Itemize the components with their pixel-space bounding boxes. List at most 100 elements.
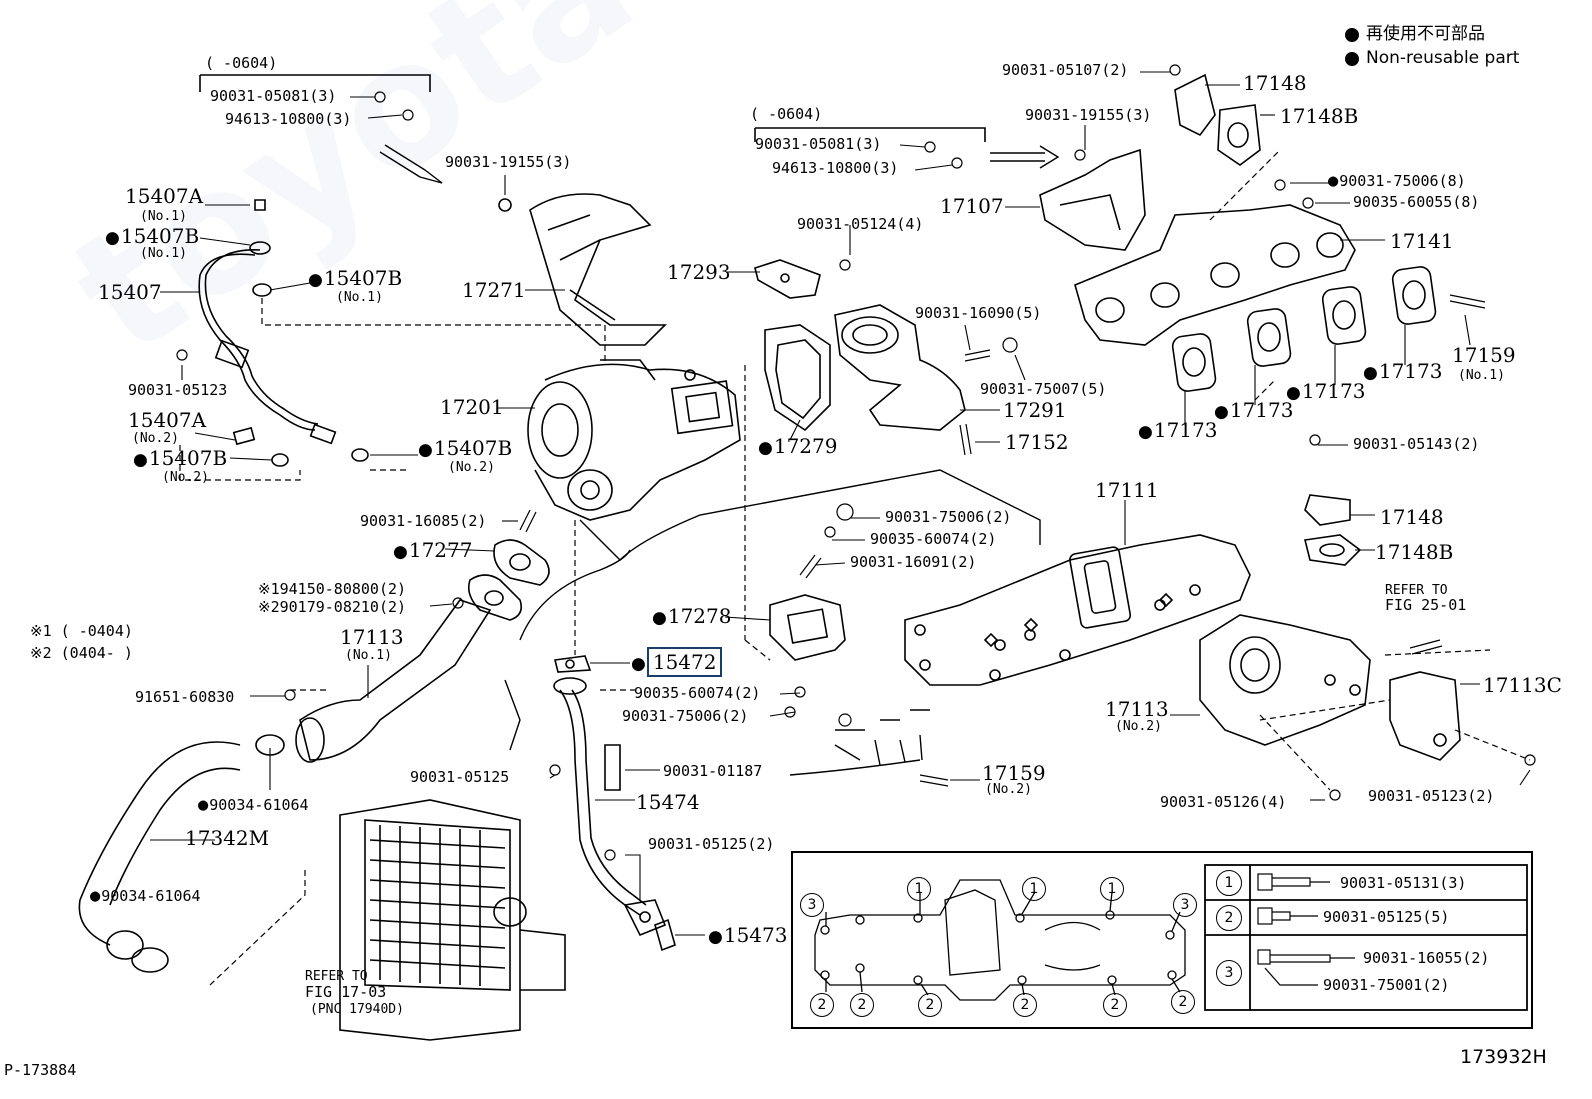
part-17173-a[interactable]: 17173 <box>1138 420 1218 441</box>
part-90031-05123-left[interactable]: 90031-05123 <box>128 381 228 399</box>
part-17279[interactable]: 17279 <box>758 436 838 457</box>
part-17111[interactable]: 17111 <box>1095 478 1159 502</box>
exhaust-manifold-17141-shape <box>1074 204 1356 346</box>
part-15407[interactable]: 15407 <box>98 280 162 304</box>
part-15407B-no1[interactable]: 15407B <box>105 226 199 247</box>
gasket-bolt-circle: 1 <box>907 877 931 901</box>
part-90035-60055[interactable]: 90035-60055(8) <box>1353 193 1480 211</box>
intake-manifold-17111-shape <box>904 534 1251 686</box>
part-17113-no2[interactable]: 17113 <box>1105 697 1169 721</box>
part-90035-60074-b[interactable]: 90035-60074(2) <box>870 530 997 548</box>
part-94613-10800-right[interactable]: 94613-10800(3) <box>772 159 899 177</box>
part-17107[interactable]: 17107 <box>940 194 1004 218</box>
part-15407B-no1-b[interactable]: 15407B <box>308 268 402 289</box>
gasket-bolt-circle: 2 <box>850 993 874 1017</box>
part-17342M[interactable]: 17342M <box>185 826 270 850</box>
bolt-table-num: 3 <box>1216 960 1242 986</box>
part-15407A-no2-sub: (No.2) <box>132 431 179 446</box>
gasket-15472-shape <box>554 655 592 673</box>
part-17148B-top[interactable]: 17148B <box>1280 104 1359 128</box>
ref-bracket-0604-left: ( -0604) <box>205 54 278 72</box>
part-17277[interactable]: 17277 <box>393 540 473 561</box>
part-90031-75007[interactable]: 90031-75007(5) <box>980 380 1107 398</box>
gasket-17277-shape <box>493 539 550 586</box>
part-90031-05081-left[interactable]: 90031-05081(3) <box>210 87 337 105</box>
part-15407A-no1[interactable]: 15407A <box>125 184 204 208</box>
part-15473[interactable]: 15473 <box>708 925 788 946</box>
part-90034-61064-b[interactable]: 90034-61064 <box>90 888 200 905</box>
part-17113C[interactable]: 17113C <box>1483 673 1562 697</box>
part-17113-no1[interactable]: 17113 <box>340 625 404 649</box>
part-90031-19155-right[interactable]: 90031-19155(3) <box>1025 106 1152 124</box>
plate-17148-shape <box>1174 73 1351 526</box>
hose-17342M-shape <box>78 734 285 973</box>
part-17148B-lower[interactable]: 17148B <box>1375 540 1454 564</box>
part-90031-05126[interactable]: 90031-05126(4) <box>1160 793 1287 811</box>
part-17201[interactable]: 17201 <box>440 395 504 419</box>
part-15407A-no2[interactable]: 15407A <box>128 408 207 432</box>
part-90031-05143[interactable]: 90031-05143(2) <box>1353 435 1480 453</box>
part-15407B-no2[interactable]: 15407B <box>133 448 227 469</box>
part-17293[interactable]: 17293 <box>667 260 731 284</box>
heat-shield-17271-shape <box>498 193 667 346</box>
part-90031-05124[interactable]: 90031-05124(4) <box>797 215 924 233</box>
gasket-detail-box <box>791 851 1533 1029</box>
part-90031-16090[interactable]: 90031-16090(5) <box>915 304 1042 322</box>
gasket-bolt-circle: 2 <box>1103 993 1127 1017</box>
part-91651-60830[interactable]: 91651-60830 <box>135 688 235 706</box>
part-90031-05125-left[interactable]: 90031-05125 <box>410 768 510 786</box>
part-90031-19155-left[interactable]: 90031-19155(3) <box>445 153 572 171</box>
part-15474[interactable]: 15474 <box>636 790 700 814</box>
part-15407B-no1-sub: (No.1) <box>140 246 187 261</box>
part-15472[interactable]: 15472 <box>631 647 723 677</box>
part-17152[interactable]: 17152 <box>1005 430 1069 454</box>
part-90031-75006-b[interactable]: 90031-75006(2) <box>885 508 1012 526</box>
part-17271[interactable]: 17271 <box>462 278 526 302</box>
part-290179-08210[interactable]: ※290179-08210(2) <box>258 598 407 616</box>
part-17173-d[interactable]: 17173 <box>1363 361 1443 382</box>
part-17159-no2[interactable]: 17159 <box>982 761 1046 785</box>
part-94613-10800-left[interactable]: 94613-10800(3) <box>225 110 352 128</box>
bolt-table-part[interactable]: 90031-05125(5) <box>1323 908 1450 926</box>
gasket-17278-shape <box>769 594 846 661</box>
bracket-17107-shape <box>1039 148 1146 251</box>
part-90034-61064-a[interactable]: 90034-61064 <box>198 797 308 814</box>
gasket-bolt-circle: 1 <box>1022 877 1046 901</box>
bolt-table-part[interactable]: 90031-75001(2) <box>1323 976 1450 994</box>
part-90031-05125-2[interactable]: 90031-05125(2) <box>648 835 775 853</box>
gasket-17148B-shape <box>1217 104 1362 566</box>
part-17159-no2-sub: (No.2) <box>985 782 1032 797</box>
part-17148-top[interactable]: 17148 <box>1243 71 1307 95</box>
part-17278[interactable]: 17278 <box>652 606 732 627</box>
gasket-15473-shape <box>654 918 676 952</box>
part-90031-75006-c[interactable]: 90031-75006(8) <box>1328 173 1465 190</box>
part-17141[interactable]: 17141 <box>1390 229 1454 253</box>
part-90031-05081-right[interactable]: 90031-05081(3) <box>755 135 882 153</box>
refer-fig-25-line2: FIG 25-01 <box>1385 596 1467 614</box>
bolt-table-part[interactable]: 90031-16055(2) <box>1363 949 1490 967</box>
part-17159-no1-sub: (No.1) <box>1458 368 1505 383</box>
part-15472-highlight[interactable]: 15472 <box>646 647 723 677</box>
part-17159-no1[interactable]: 17159 <box>1452 343 1516 367</box>
part-90031-75006-a[interactable]: 90031-75006(2) <box>622 707 749 725</box>
part-15407A-no1-sub: (No.1) <box>140 209 187 224</box>
bolt-table-num: 2 <box>1216 905 1242 931</box>
part-17148-lower[interactable]: 17148 <box>1380 505 1444 529</box>
legend-non-reusable: Non-reusable part <box>1366 48 1520 68</box>
part-17291[interactable]: 17291 <box>1003 398 1067 422</box>
part-15407B-no2-b[interactable]: 15407B <box>418 438 512 459</box>
part-194150-80800[interactable]: ※194150-80800(2) <box>258 580 407 598</box>
part-90035-60074-a[interactable]: 90035-60074(2) <box>634 684 761 702</box>
part-90031-16091[interactable]: 90031-16091(2) <box>850 553 977 571</box>
gaskets-17173-shapes <box>1171 266 1437 392</box>
gasket-bolt-circle: 2 <box>918 993 942 1017</box>
bolt-table-part[interactable]: 90031-05131(3) <box>1340 874 1467 892</box>
part-17173-b[interactable]: 17173 <box>1214 400 1294 421</box>
part-90031-05123-2[interactable]: 90031-05123(2) <box>1368 787 1495 805</box>
part-17173-c[interactable]: 17173 <box>1286 381 1366 402</box>
bolt-table-grid <box>1204 864 1528 1011</box>
part-90031-05107[interactable]: 90031-05107(2) <box>1002 61 1129 79</box>
part-90031-01187[interactable]: 90031-01187 <box>663 762 763 780</box>
gasket-bolt-circle: 2 <box>1013 993 1037 1017</box>
part-90031-16085[interactable]: 90031-16085(2) <box>360 512 487 530</box>
